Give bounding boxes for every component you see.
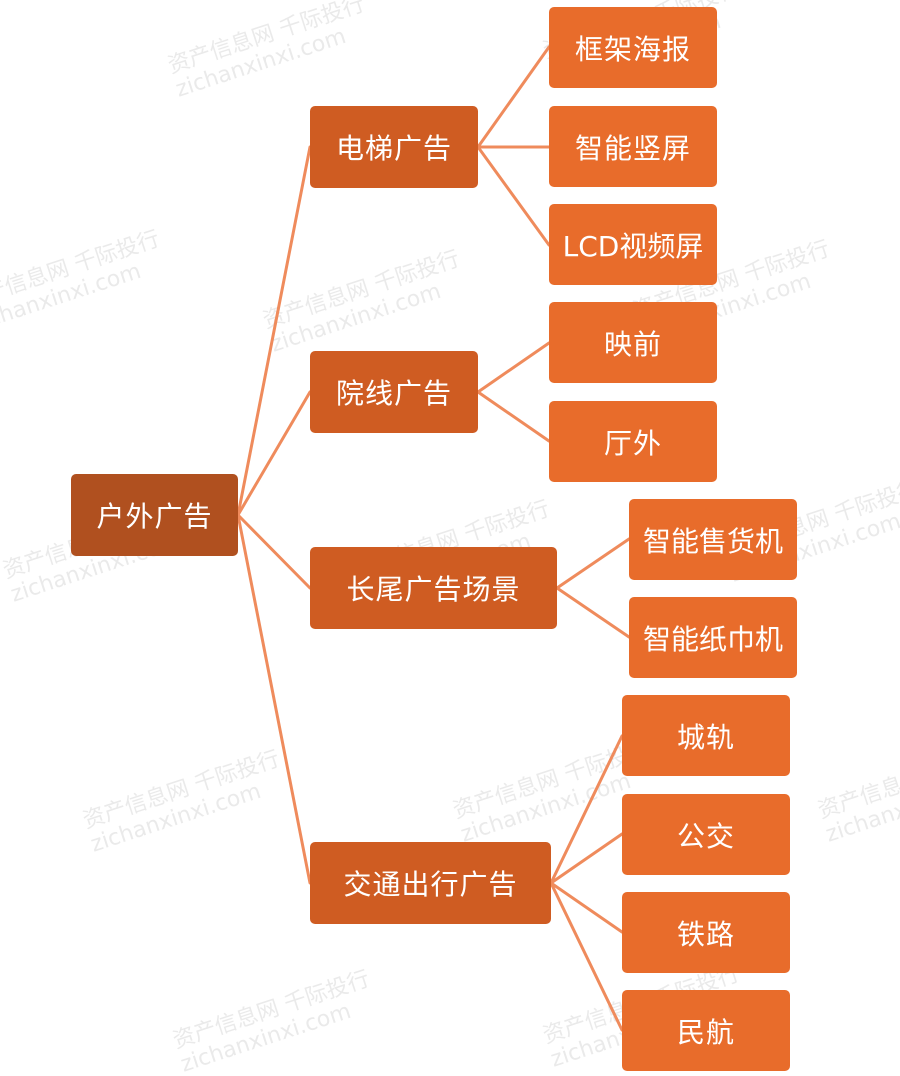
node-label: 铁路 xyxy=(676,917,735,951)
node-label: 户外广告 xyxy=(96,500,213,533)
connector-root-to-elevator xyxy=(236,145,312,517)
connector-root-to-transport xyxy=(236,513,312,885)
node-leaf: 城轨 xyxy=(622,695,790,776)
node-label: 电梯广告 xyxy=(335,132,452,165)
node-label: 院线广告 xyxy=(335,377,452,410)
node-leaf: 框架海报 xyxy=(549,7,717,88)
connector-transport-to-leaf-3 xyxy=(549,881,624,934)
node-leaf: 智能竖屏 xyxy=(549,106,717,187)
node-label: LCD视频屏 xyxy=(562,229,704,263)
node-leaf: 厅外 xyxy=(549,401,717,482)
node-leaf: 民航 xyxy=(622,990,790,1071)
connector-cinema-to-leaf-2 xyxy=(476,390,551,443)
connector-longtail-to-leaf-2 xyxy=(555,586,631,639)
connector-root-to-cinema xyxy=(236,390,312,517)
node-label: 长尾广告场景 xyxy=(346,573,521,606)
node-label: 框架海报 xyxy=(574,32,691,66)
node-category-cinema: 院线广告 xyxy=(310,351,478,433)
connector-cinema-to-leaf-1 xyxy=(476,341,551,394)
node-leaf: 智能售货机 xyxy=(629,499,797,580)
node-category-elevator: 电梯广告 xyxy=(310,106,478,188)
node-label: 智能竖屏 xyxy=(574,131,691,165)
node-label: 智能纸巾机 xyxy=(642,622,783,656)
node-category-transport: 交通出行广告 xyxy=(310,842,551,924)
node-label: 公交 xyxy=(676,819,735,853)
connector-transport-to-leaf-4 xyxy=(549,881,624,1032)
node-leaf: LCD视频屏 xyxy=(549,204,717,285)
node-leaf: 映前 xyxy=(549,302,717,383)
node-label: 映前 xyxy=(603,327,662,361)
node-label: 城轨 xyxy=(676,720,735,754)
node-category-longtail: 长尾广告场景 xyxy=(310,547,557,629)
connector-transport-to-leaf-1 xyxy=(549,734,624,885)
node-label: 智能售货机 xyxy=(642,524,783,558)
connector-transport-to-leaf-2 xyxy=(549,832,624,885)
node-label: 厅外 xyxy=(603,426,662,460)
node-leaf: 铁路 xyxy=(622,892,790,973)
connector-root-to-longtail xyxy=(236,513,312,590)
node-leaf: 公交 xyxy=(622,794,790,875)
connector-elevator-to-leaf-1 xyxy=(476,45,551,149)
node-label: 民航 xyxy=(676,1015,735,1049)
node-leaf: 智能纸巾机 xyxy=(629,597,797,678)
connector-lines xyxy=(236,45,631,1032)
node-root: 户外广告 xyxy=(71,474,238,556)
connector-elevator-to-leaf-3 xyxy=(476,145,551,247)
connector-longtail-to-leaf-1 xyxy=(555,537,631,590)
node-label: 交通出行广告 xyxy=(343,868,518,901)
